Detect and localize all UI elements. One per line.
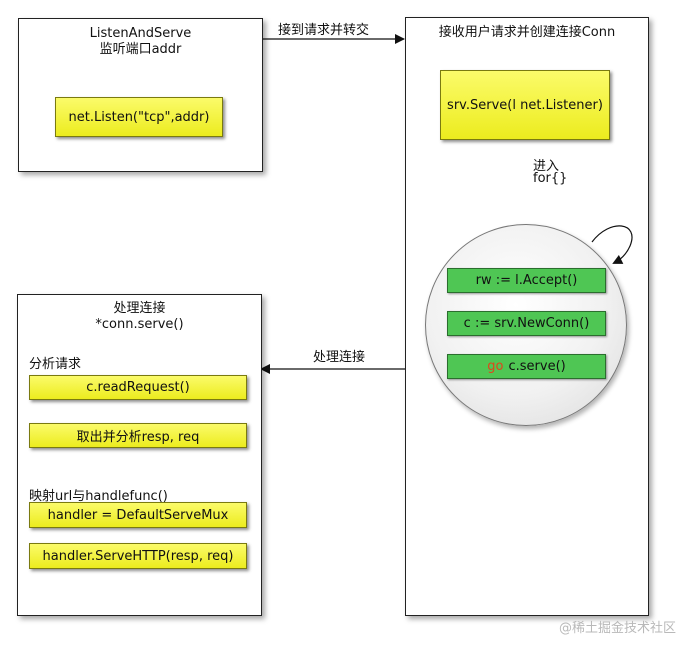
conn-serve-title: 处理连接 [113, 301, 166, 316]
loop-back-arrow [591, 225, 633, 264]
go-keyword: go [487, 359, 504, 374]
handle-conn-label: 处理连接 [313, 350, 366, 365]
parse-request-label: 分析请求 [29, 357, 82, 372]
enter-loop-label: 进入 [533, 159, 560, 174]
read-request-button[interactable]: c.readRequest() [29, 375, 247, 400]
listen-and-serve-box: ListenAndServe 监听端口addr net.Listen("tcp"… [18, 18, 263, 172]
for-loop-label: for{} [533, 171, 568, 186]
conn-serve-box: 处理连接 *conn.serve() 分析请求 c.readRequest() … [17, 294, 262, 616]
accept-transfer-label: 接到请求并转交 [278, 23, 370, 38]
net-listen-button[interactable]: net.Listen("tcp",addr) [55, 97, 223, 137]
go-serve-step-button[interactable]: go c.serve() [447, 354, 606, 379]
accept-step-button[interactable]: rw := l.Accept() [447, 268, 606, 293]
map-url-handler-label: 映射url与handlefunc() [29, 489, 168, 504]
go-serve-step-label: c.serve() [508, 359, 566, 374]
listen-and-serve-title: ListenAndServe [89, 26, 192, 41]
new-conn-step-button[interactable]: c := srv.NewConn() [447, 311, 606, 336]
default-servemux-button[interactable]: handler = DefaultServeMux [29, 502, 247, 528]
listen-port-subtitle: 监听端口addr [99, 42, 182, 57]
accept-conn-title: 接收用户请求并创建连接Conn [438, 25, 616, 40]
serve-http-button[interactable]: handler.ServeHTTP(resp, req) [29, 543, 247, 569]
watermark: @稀土掘金技术社区 [558, 621, 676, 636]
conn-serve-subtitle: *conn.serve() [95, 317, 184, 332]
srv-serve-button[interactable]: srv.Serve(l net.Listener) [440, 70, 610, 140]
parse-resp-req-button[interactable]: 取出并分析resp, req [29, 423, 247, 448]
